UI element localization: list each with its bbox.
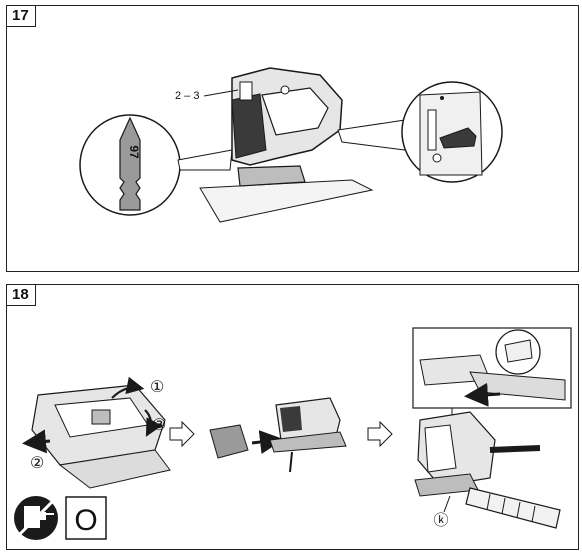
lever-closeup-icon (401, 81, 503, 183)
dust-nozzle-icon (209, 424, 249, 459)
step-2-label: ② (30, 455, 44, 472)
dust-hose-icon (465, 487, 561, 529)
arrow-icon (169, 420, 195, 448)
arrow-icon (367, 420, 393, 448)
callout-leader-line (203, 89, 239, 97)
workpiece-board (199, 179, 374, 223)
figure-18-number: 18 (6, 284, 36, 306)
step-3-label: ③ (152, 417, 166, 434)
switch-off-box (65, 496, 107, 540)
slide-arrow (22, 429, 51, 454)
unplug-icon (14, 496, 58, 540)
blade-closeup-icon: 97 (79, 114, 181, 216)
base-plate-icon (31, 384, 171, 489)
lever-pointer (337, 119, 406, 151)
switch-off-symbol: O (74, 504, 97, 537)
step-1-label: ① (150, 379, 164, 396)
blade-code-label: 97 (127, 145, 141, 159)
part-k-label: ⓚ (433, 512, 448, 529)
blade-pointer (177, 149, 233, 171)
jigsaw-icon (231, 67, 343, 187)
tighten-arrow (144, 409, 163, 437)
rotate-arrow (111, 376, 145, 399)
jigsaw-icon (269, 397, 347, 473)
callout-label: 2 – 3 (175, 90, 199, 102)
part-leader (443, 495, 451, 513)
figure-17-number: 17 (6, 5, 36, 27)
nozzle-closeup-icon (412, 327, 572, 409)
jigsaw-icon (414, 411, 541, 497)
